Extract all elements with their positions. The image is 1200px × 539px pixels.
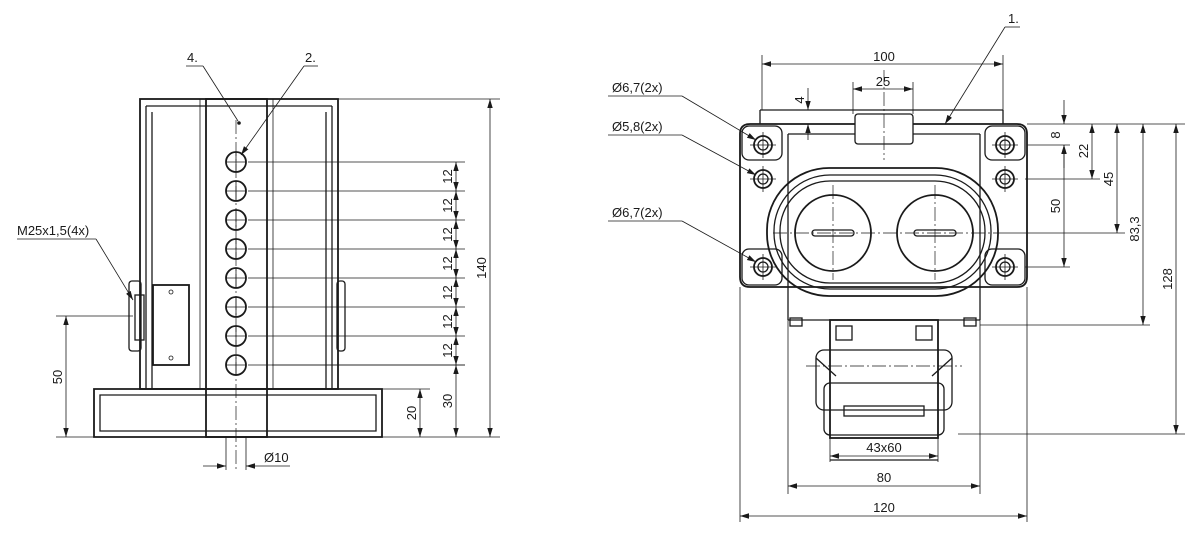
hole-callout-b: Ø5,8(2x) (612, 119, 663, 134)
dim-pitch-12: 12 (440, 314, 455, 328)
dim-pitch-12: 12 (440, 343, 455, 357)
dim-83-3: 83,3 (1127, 216, 1142, 241)
dim-pitch-12: 12 (440, 198, 455, 212)
hole-callout-a: Ø6,7(2x) (612, 80, 663, 95)
dim-pitch-12: 12 (440, 256, 455, 270)
gland-right (336, 280, 346, 352)
oval-window-outer (766, 167, 999, 297)
connector-flange (815, 319, 953, 461)
dim-30: 30 (440, 394, 455, 408)
callout-1: 1. (1008, 11, 1019, 26)
dim-80: 80 (877, 470, 891, 485)
dim-22: 22 (1076, 144, 1091, 158)
dim-120: 120 (873, 500, 895, 515)
dim-4: 4 (792, 96, 807, 103)
dim-50-front: 50 (1048, 199, 1063, 213)
dim-pitch-12: 12 (440, 227, 455, 241)
dim-50-side: 50 (50, 370, 65, 384)
dim-20: 20 (404, 406, 419, 420)
dim-100: 100 (873, 49, 895, 64)
side-base (93, 388, 383, 438)
side-view: 12 12 12 12 12 12 12 140 30 20 50 Ø10 M25x1,5(… (17, 50, 500, 470)
dim-pitch-12: 12 (440, 169, 455, 183)
cap-dot (237, 121, 241, 125)
dim-pitch-12: 12 (440, 285, 455, 299)
hole-callout-c: Ø6,7(2x) (612, 205, 663, 220)
dim-45: 45 (1101, 172, 1116, 186)
dim-43x60: 43x60 (866, 440, 901, 455)
front-view: 100 25 4 8 50 22 45 83,3 (608, 11, 1185, 522)
callout-2: 2. (305, 50, 316, 65)
dim-25: 25 (876, 74, 890, 89)
label-plate (152, 284, 190, 366)
callout-4: 4. (187, 50, 198, 65)
thread-label: M25x1,5(4x) (17, 223, 89, 238)
dim-140: 140 (474, 257, 489, 279)
dim-128: 128 (1160, 268, 1175, 290)
dim-8: 8 (1048, 131, 1063, 138)
pitch-dimensions: 12 12 12 12 12 12 12 (248, 161, 465, 366)
mount-hole-tl (741, 125, 783, 161)
dim-dia-10: Ø10 (264, 450, 289, 465)
